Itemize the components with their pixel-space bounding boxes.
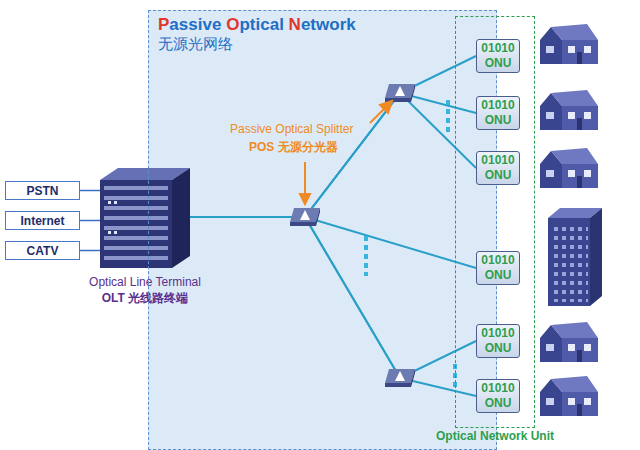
onu-device: 01010ONU [476,151,520,185]
device-text: ONU [485,56,512,71]
olt-node: Optical Line TerminalOLT 光线路终端 [100,168,190,268]
device-text: 01010 [481,326,514,341]
onu-device: 01010ONU [476,39,520,73]
ellipsis-dashes [446,100,450,132]
house-icon [540,322,598,362]
caption-block: Optical Line TerminalOLT 光线路终端 [89,274,201,306]
onu-device: 01010ONU [476,379,520,413]
optical-fiber [190,93,476,217]
node-title: Optical Network Unit [436,429,554,444]
service-box: PSTN [5,181,80,200]
onu-group: 01010ONU01010ONU01010ONU01010ONU01010ONU… [455,16,535,428]
node-title: Optical Line Terminal [89,274,201,290]
device-text: ONU [485,168,512,183]
device-text: 01010 [481,253,514,268]
device-text: 01010 [481,41,514,56]
splitter-icon [385,84,415,102]
leader-arrowhead [380,101,392,113]
onu-device: 01010ONU [476,251,520,285]
node-subtitle: 无源光网络 [158,35,496,53]
optical-fiber [190,217,476,268]
pon-region: Passive Optical Network无源光网络 [148,10,497,450]
device-text: 01010 [481,98,514,113]
device-text: ONU [485,113,512,128]
optical-fiber [190,93,476,217]
splitter-icon [290,208,320,226]
device-text: ONU [485,268,512,283]
callout-label: Passive Optical Splitter [230,122,353,137]
house-icon [540,90,598,130]
node-title: PSTN [26,184,58,198]
house-icon [540,24,598,64]
house-icon [540,376,598,416]
node-subtitle: OLT 光线路终端 [89,290,201,306]
caption-block: Optical Network Unit [436,429,554,444]
callout-label: POS 无源分光器 [249,140,338,155]
office-building [548,208,602,306]
service-link [80,250,100,252]
node-title: CATV [27,244,59,258]
onu-device: 01010ONU [476,324,520,358]
house-icon [540,148,598,188]
node-title: Passive Optical Network [158,14,496,35]
device-text: 01010 [481,381,514,396]
olt-device [100,168,190,268]
optical-fiber [190,217,476,396]
leader-arrowhead [300,194,310,204]
optical-fiber [190,217,476,378]
device-text: ONU [485,396,512,411]
device-text: 01010 [481,153,514,168]
onu-device: 01010ONU [476,96,520,130]
service-link [80,220,100,222]
service-box: CATV [5,241,80,260]
ellipsis-dashes [364,236,368,276]
optical-fiber [190,56,476,217]
splitter-icon [385,369,415,387]
device-text: ONU [485,341,512,356]
service-link [80,190,100,192]
service-box: Internet [5,211,80,230]
leader-line [304,162,306,196]
node-title: Internet [20,214,64,228]
region-fill [148,10,497,450]
